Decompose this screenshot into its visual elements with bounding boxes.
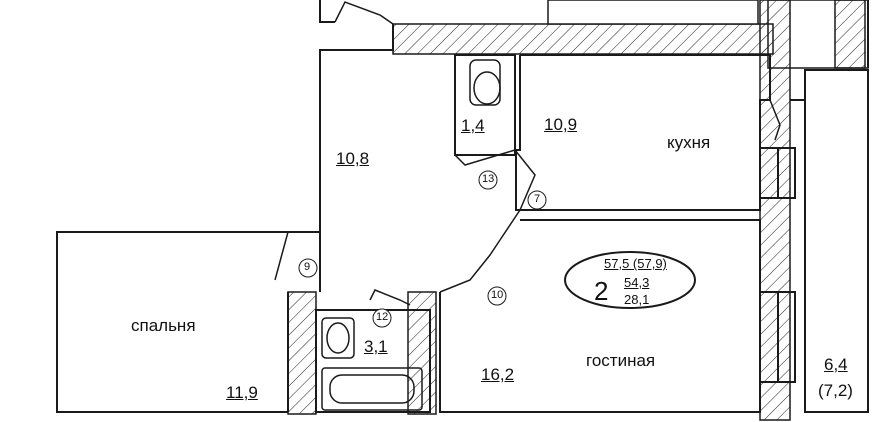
room-area-kitchen: 10,9	[544, 115, 578, 134]
room-area-loggia: 6,4	[824, 355, 848, 374]
room-area-wc: 1,4	[461, 116, 485, 135]
door-marker-13: 13	[482, 173, 495, 185]
room-area-living: 16,2	[481, 365, 515, 384]
room-name-kitchen: кухня	[667, 133, 711, 152]
door-marker-circles	[298, 170, 547, 328]
area-summary-oval	[564, 251, 696, 309]
room-area-hall: 10,8	[336, 149, 370, 168]
door-swings	[274, 1, 781, 306]
room-outlines	[56, 0, 869, 413]
top-window-block	[547, 0, 759, 25]
door-marker-7: 7	[534, 193, 541, 205]
room-name-living: гостиная	[586, 351, 656, 370]
door-marker-12: 12	[376, 311, 389, 323]
residential-area: 28,1	[624, 292, 650, 307]
total-area: 57,5 (57,9)	[604, 256, 667, 271]
rooms-count: 2	[594, 276, 609, 306]
hatched-walls	[287, 0, 869, 421]
room-area-bedroom: 11,9	[226, 383, 258, 402]
room-name-bedroom: спальня	[131, 316, 196, 335]
room-area-loggia-alt: (7,2)	[818, 381, 853, 400]
fixtures	[321, 59, 501, 411]
living-area: 54,3	[624, 275, 650, 290]
room-area-bath: 3,1	[364, 337, 388, 356]
door-marker-9: 9	[304, 261, 311, 273]
door-marker-10: 10	[491, 289, 504, 301]
